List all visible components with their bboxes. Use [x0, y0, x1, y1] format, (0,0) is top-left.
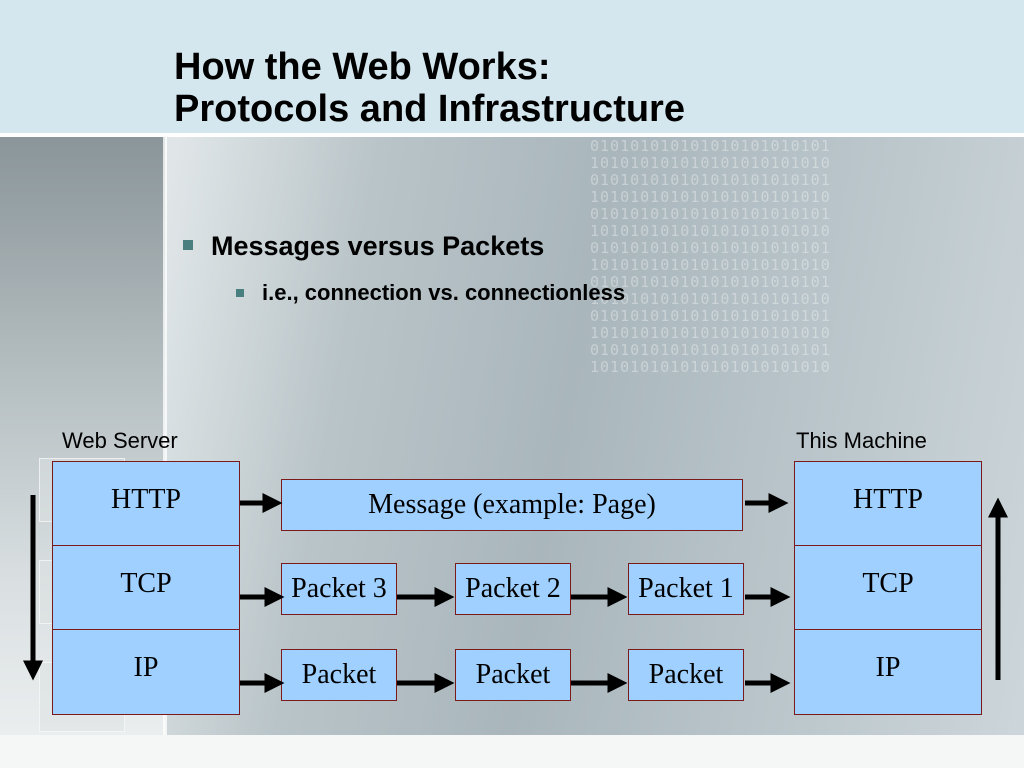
bullet-sub: i.e., connection vs. connectionless: [236, 280, 625, 306]
web-server-label: Web Server: [62, 428, 178, 453]
square-bullet-icon: [236, 289, 244, 297]
web-server-http: HTTP: [53, 462, 239, 546]
binary-decoration: 010101010101010101010101 101010101010101…: [590, 138, 831, 376]
ip-packet: Packet: [628, 649, 744, 701]
title-line-2: Protocols and Infrastructure: [174, 88, 685, 130]
tcp-packet-2: Packet 2: [455, 563, 571, 615]
this-machine-stack: HTTP TCP IP: [794, 461, 982, 715]
slide-title: How the Web Works: Protocols and Infrast…: [174, 46, 685, 130]
this-machine-tcp: TCP: [795, 546, 981, 630]
tcp-packet-1: Packet 1: [628, 563, 744, 615]
web-server-stack: HTTP TCP IP: [52, 461, 240, 715]
vertical-divider: [163, 135, 167, 768]
bullet-sub-text: i.e., connection vs. connectionless: [262, 280, 626, 305]
square-bullet-icon: [183, 240, 193, 250]
title-line-1: How the Web Works:: [174, 46, 551, 88]
this-machine-http: HTTP: [795, 462, 981, 546]
bullet-main: Messages versus Packets: [183, 231, 544, 262]
web-server-ip: IP: [133, 652, 159, 683]
message-box: Message (example: Page): [281, 479, 743, 531]
web-server-tcp: TCP: [53, 546, 239, 630]
bottom-band: [0, 735, 1024, 768]
this-machine-ip: IP: [875, 652, 901, 683]
header-band: [0, 0, 1024, 133]
tcp-packet-3: Packet 3: [281, 563, 397, 615]
ip-packet: Packet: [455, 649, 571, 701]
this-machine-label: This Machine: [796, 428, 927, 453]
bullet-main-text: Messages versus Packets: [211, 231, 545, 261]
header-divider: [0, 133, 1024, 137]
